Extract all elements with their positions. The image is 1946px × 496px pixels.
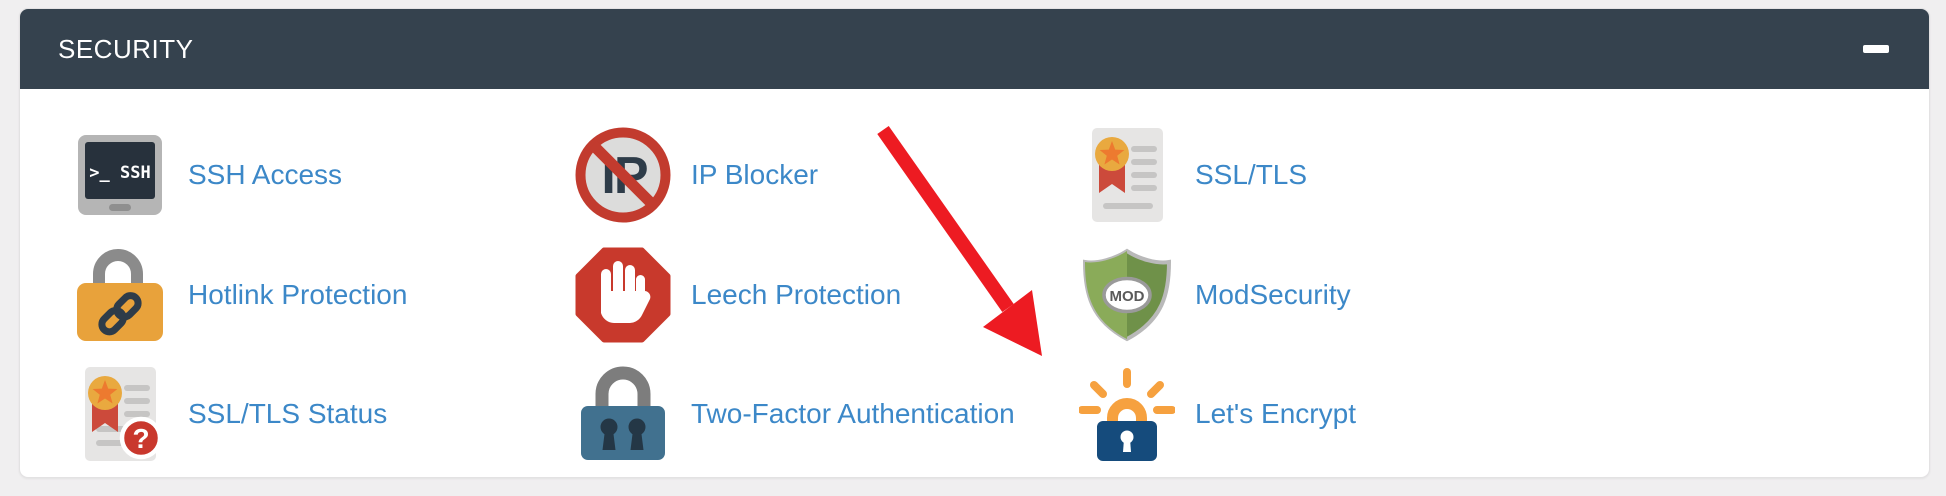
feature-label[interactable]: Two-Factor Authentication: [691, 398, 1015, 429]
collapse-button[interactable]: [1856, 9, 1896, 89]
feature-label[interactable]: SSL/TLS Status: [188, 398, 388, 429]
svg-text:?: ?: [132, 423, 149, 454]
feature-label[interactable]: SSH Access: [188, 159, 343, 190]
feature-label[interactable]: Let's Encrypt: [1195, 398, 1356, 429]
feature-item-two-factor-authentication[interactable]: Two-Factor Authentication: [575, 366, 1015, 462]
svg-text:MOD: MOD: [1110, 288, 1145, 305]
ssh-terminal-icon[interactable]: >_ SSH: [72, 127, 168, 223]
feature-item-ssh-access[interactable]: >_ SSH SSH Access: [72, 127, 342, 223]
security-panel: SECURITY >_ SSH SSH Access IP: [19, 8, 1930, 478]
feature-item-ssl-tls[interactable]: SSL/TLS: [1079, 127, 1307, 223]
feature-label[interactable]: Hotlink Protection: [188, 279, 408, 310]
lets-encrypt-padlock-icon[interactable]: [1079, 366, 1175, 462]
feature-item-leech-protection[interactable]: Leech Protection: [575, 247, 901, 343]
feature-label[interactable]: Leech Protection: [691, 279, 902, 310]
feature-item-ip-blocker[interactable]: IP IP Blocker: [575, 127, 818, 223]
feature-item-hotlink-protection[interactable]: Hotlink Protection: [72, 247, 407, 343]
feature-item-lets-encrypt[interactable]: Let's Encrypt: [1079, 366, 1356, 462]
ssl-certificate-icon[interactable]: [1079, 127, 1175, 223]
feature-label[interactable]: ModSecurity: [1195, 279, 1351, 310]
svg-text:>_ SSH: >_ SSH: [89, 163, 150, 183]
minus-icon: [1863, 45, 1889, 53]
ssl-certificate-question-icon[interactable]: ?: [72, 366, 168, 462]
feature-item-ssl-tls-status[interactable]: ? SSL/TLS Status: [72, 366, 387, 462]
panel-title: SECURITY: [58, 33, 194, 64]
feature-item-modsecurity[interactable]: MOD ModSecurity: [1079, 247, 1351, 343]
feature-label[interactable]: IP Blocker: [691, 159, 819, 190]
stop-sign-hand-icon[interactable]: [575, 247, 671, 343]
panel-header: SECURITY: [20, 9, 1929, 89]
two-factor-padlock-icon[interactable]: [575, 366, 671, 462]
modsecurity-shield-icon[interactable]: MOD: [1079, 247, 1175, 343]
ip-blocker-icon[interactable]: IP: [575, 127, 671, 223]
hotlink-padlock-chain-icon[interactable]: [72, 247, 168, 343]
feature-label[interactable]: SSL/TLS: [1195, 159, 1308, 190]
